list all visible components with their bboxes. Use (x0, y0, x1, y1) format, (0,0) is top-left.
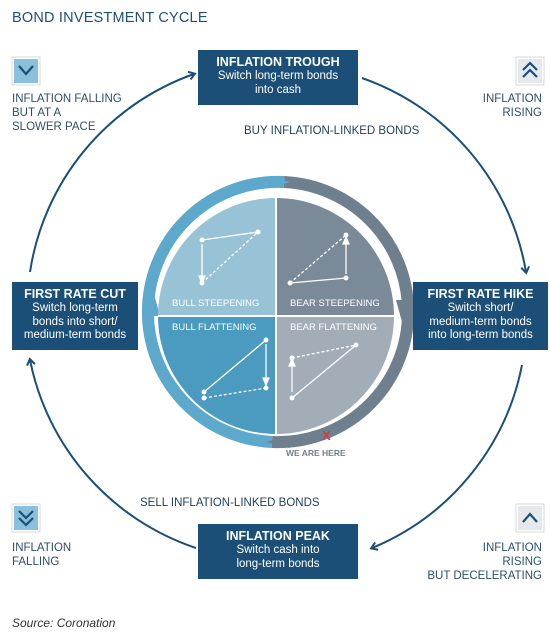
label-line: BUT AT A (12, 107, 62, 119)
bull-flattening-curve-icon (201, 337, 270, 401)
position-marker-label: WE ARE HERE (286, 448, 346, 458)
arrow-peak-to-cut (26, 357, 197, 549)
box-inflation-trough: INFLATION TROUGH Switch long-term bonds … (198, 50, 358, 105)
ring-left-arrowhead (148, 294, 160, 316)
label-line: INFLATION FALLING (12, 93, 122, 105)
ring-bottom-arrowhead (266, 436, 290, 448)
ring-top-arrowhead (270, 176, 290, 188)
quadrant-label-bear-flattening: BEAR FLATTENING (290, 322, 377, 333)
label-line: SLOWER PACE (12, 121, 96, 133)
bear-steepening-curve-icon (287, 232, 350, 286)
box-title: FIRST RATE HIKE (427, 287, 534, 301)
box-desc-line: medium-term bonds (23, 329, 127, 341)
box-desc-line: medium-term bonds (429, 315, 532, 328)
box-desc-line: Switch cash into (236, 544, 320, 556)
quadrant-bear-flattening (276, 316, 394, 434)
ring-right-band (271, 176, 415, 449)
page-title: BOND INVESTMENT CYCLE (12, 10, 208, 26)
chevron-down-icon (11, 56, 41, 86)
box-desc-line: into long-term bonds (428, 329, 533, 341)
label-line: INFLATION (12, 542, 72, 554)
buy-inflation-linked-label: BUY INFLATION-LINKED BONDS (244, 125, 420, 137)
source-note: Source: Coronation (12, 616, 116, 630)
box-desc-line: bonds into short/ (32, 315, 118, 328)
quadrant-label-bull-flattening: BULL FLATTENING (172, 322, 256, 333)
label-inflation-rising: INFLATION RISING (483, 92, 542, 120)
quadrant-bull-flattening (158, 316, 276, 434)
position-marker: X (322, 428, 331, 443)
label-inflation-rising-decelerating: INFLATION RISING BUT DECELERATING (427, 541, 542, 583)
quadrant-label-bull-steepening: BULL STEEPENING (172, 298, 259, 309)
label-line: FALLING (12, 556, 60, 568)
box-inflation-peak: INFLATION PEAK Switch cash into long-ter… (198, 524, 358, 579)
box-desc-line: into cash (254, 83, 302, 96)
chevron-up-icon (515, 503, 545, 533)
label-line: RISING (502, 107, 542, 119)
label-line: BUT DECELERATING (427, 570, 542, 582)
ring-left-band (141, 175, 285, 448)
box-desc-line: Switch long-term (32, 302, 118, 314)
double-chevron-up-icon (515, 56, 545, 86)
quadrant-bull-steepening (158, 198, 276, 316)
label-line: RISING (502, 556, 542, 568)
label-line: INFLATION (482, 93, 542, 105)
label-line: INFLATION (482, 542, 542, 554)
double-chevron-down-icon (11, 503, 41, 533)
sell-inflation-linked-label: SELL INFLATION-LINKED BONDS (140, 497, 320, 509)
box-desc-line: Switch long-term bonds (217, 70, 339, 82)
box-first-rate-hike: FIRST RATE HIKE Switch short/ medium-ter… (413, 282, 548, 350)
ring-right-arrowhead (396, 300, 408, 322)
arrow-trough-to-hike (361, 77, 531, 275)
arrow-hike-to-peak (369, 364, 523, 551)
box-title: INFLATION TROUGH (216, 55, 340, 69)
box-title: FIRST RATE CUT (24, 287, 126, 301)
box-first-rate-cut: FIRST RATE CUT Switch long-term bonds in… (12, 282, 138, 350)
box-desc-line: Switch short/ (447, 302, 514, 314)
label-inflation-falling: INFLATION FALLING (12, 541, 71, 569)
quadrant-label-bear-steepening: BEAR STEEPENING (290, 298, 380, 309)
bull-steepening-curve-icon (198, 229, 261, 286)
label-inflation-falling-slower: INFLATION FALLING BUT AT A SLOWER PACE (12, 92, 122, 134)
bear-flattening-curve-icon (288, 342, 359, 401)
arrow-cut-to-trough (29, 70, 197, 273)
quadrant-bear-steepening (276, 198, 394, 316)
box-title: INFLATION PEAK (226, 529, 330, 543)
box-desc-line: long-term bonds (236, 557, 320, 570)
